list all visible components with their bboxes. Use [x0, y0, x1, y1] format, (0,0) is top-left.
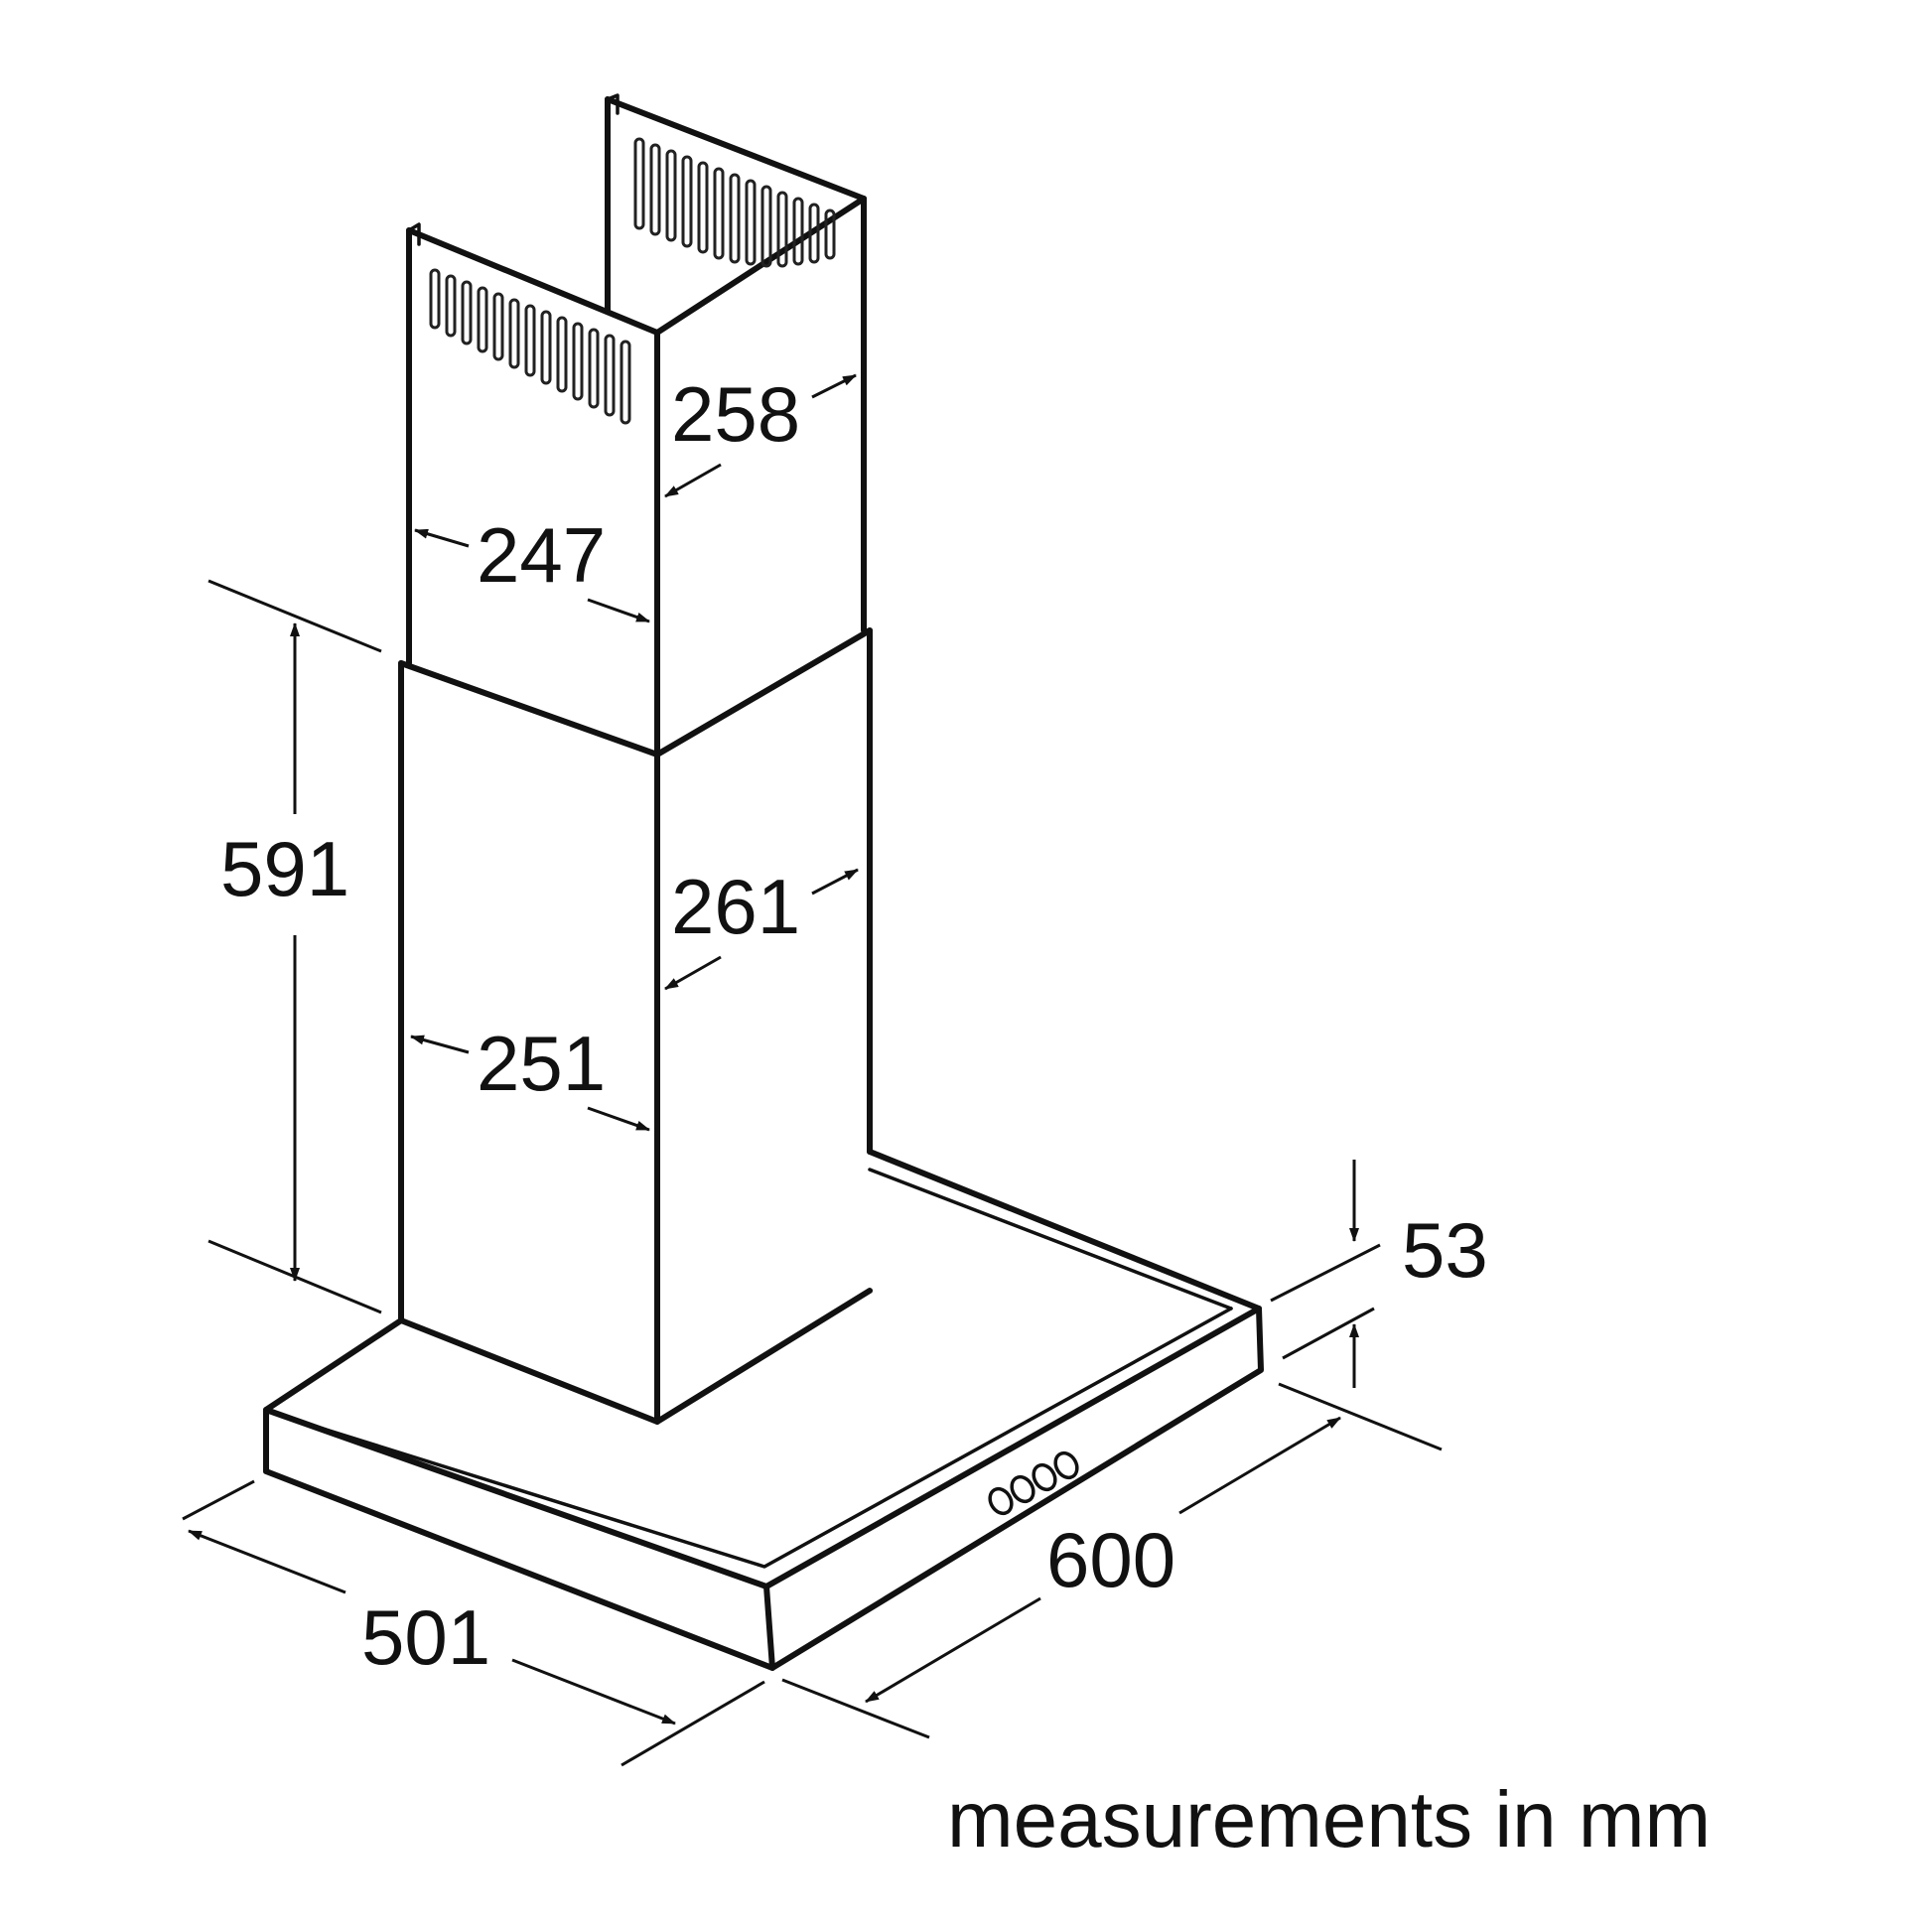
control-button-4	[1053, 1450, 1079, 1480]
inner-chimney	[406, 93, 867, 758]
label-inner-chimney-width: 247	[477, 511, 606, 599]
outer-chimney	[398, 627, 873, 1425]
canopy	[263, 1149, 1264, 1671]
label-canopy-depth: 501	[361, 1593, 490, 1681]
control-button-3	[1032, 1462, 1057, 1492]
control-button-2	[1010, 1474, 1035, 1504]
vent-slots-back	[633, 137, 836, 268]
dim-canopy-height: 53	[1270, 1160, 1488, 1451]
label-outer-chimney-depth: 261	[671, 863, 800, 950]
dim-outer-chimney-depth: 261	[664, 863, 859, 991]
label-outer-chimney-width: 251	[477, 1020, 606, 1107]
vent-slots-left	[429, 268, 631, 425]
dim-canopy-depth: 501	[182, 1479, 765, 1767]
control-button-1	[988, 1486, 1014, 1516]
measurements-caption: measurements in mm	[947, 1775, 1711, 1863]
dim-inner-chimney-width: 247	[414, 511, 650, 623]
dim-inner-chimney-depth: 258	[664, 370, 857, 498]
label-canopy-width: 600	[1046, 1516, 1175, 1603]
label-inner-chimney-depth: 258	[671, 370, 800, 458]
dim-outer-chimney-width: 251	[410, 1020, 650, 1132]
label-canopy-height: 53	[1402, 1206, 1488, 1294]
control-buttons	[988, 1450, 1079, 1516]
dim-canopy-width: 600	[781, 1416, 1341, 1739]
dim-outer-chimney-height: 591	[207, 579, 382, 1314]
label-outer-chimney-height: 591	[220, 825, 349, 912]
